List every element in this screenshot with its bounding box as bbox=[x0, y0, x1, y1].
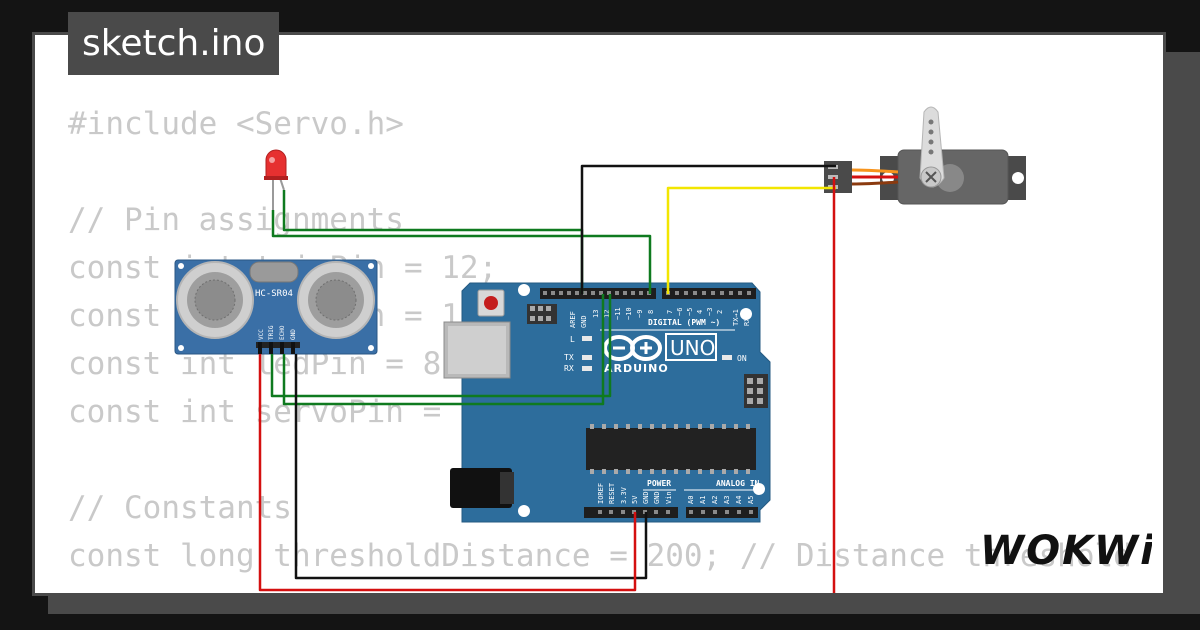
transducer-right bbox=[297, 261, 375, 339]
pin-label: VCC bbox=[258, 329, 265, 340]
servo-motor[interactable] bbox=[824, 106, 1026, 205]
code-line: const long thresholdDistance = 200; // D… bbox=[68, 538, 1132, 574]
icsp-header-right bbox=[744, 374, 768, 408]
pin-label: 4 bbox=[696, 310, 704, 314]
power-header-title: POWER bbox=[647, 479, 671, 488]
pin-label: 2 bbox=[716, 310, 724, 314]
mounting-hole bbox=[518, 284, 530, 296]
analog-header-title: ANALOG IN bbox=[716, 479, 760, 488]
wokwi-logo[interactable]: WOKWi bbox=[978, 524, 1152, 576]
analog-header bbox=[686, 507, 758, 518]
pin-label: AREF bbox=[569, 311, 577, 328]
pin-label: A1 bbox=[699, 496, 707, 504]
power-jack bbox=[450, 468, 512, 508]
power-pin-labels: IOREF RESET 3.3V 5V GND GND Vin bbox=[597, 482, 673, 504]
code-line: // Constants bbox=[68, 490, 292, 526]
pin-label: A0 bbox=[687, 496, 695, 504]
sensor-label: HC-SR04 bbox=[255, 289, 293, 299]
pin-label: Vin bbox=[665, 491, 673, 504]
wire-led-d8[interactable] bbox=[271, 210, 652, 294]
pin-label: ~6 bbox=[676, 308, 684, 316]
led-rx bbox=[582, 366, 592, 371]
pin-label: 7 bbox=[666, 310, 674, 314]
pin-label: RX←0 bbox=[743, 309, 751, 326]
wire-sensor-gnd[interactable] bbox=[294, 354, 648, 580]
pin-label: A2 bbox=[711, 496, 719, 504]
logo-text: WOKWi bbox=[980, 528, 1152, 574]
pin-label: 3.3V bbox=[620, 486, 628, 504]
pin-label: ~10 bbox=[625, 307, 633, 320]
wire-trig-d12[interactable] bbox=[270, 294, 612, 398]
led-on bbox=[722, 355, 732, 360]
icsp-header bbox=[527, 304, 557, 324]
mounting-hole bbox=[740, 308, 752, 320]
pin-label: ~3 bbox=[706, 308, 714, 316]
led-tx bbox=[582, 355, 592, 360]
sensor-pin-header bbox=[256, 342, 300, 354]
red-led[interactable] bbox=[264, 149, 288, 210]
code-line: // Pin assignments bbox=[68, 202, 404, 238]
led-l bbox=[582, 336, 592, 341]
analog-pin-labels: A0 A1 A2 A3 A4 A5 bbox=[687, 496, 755, 504]
sensor-pin-labels: VCC TRIG ECHO GND bbox=[258, 325, 297, 340]
arduino-uno-board[interactable]: AREF GND 13 12 ~11 ~10 ~9 8 7 ~6 ~5 4 ~3… bbox=[443, 282, 771, 523]
pin-label: GND bbox=[290, 329, 297, 340]
arduino-logo-icon bbox=[603, 335, 662, 361]
wire-sensor-vcc[interactable] bbox=[258, 354, 637, 592]
pin-label: RESET bbox=[608, 482, 616, 504]
wire-echo-d11[interactable] bbox=[282, 294, 605, 406]
pin-label: ~9 bbox=[636, 310, 644, 318]
pin-label: 12 bbox=[603, 310, 611, 318]
file-tab-sketch[interactable]: sketch.ino bbox=[68, 12, 280, 75]
pin-label: ECHO bbox=[279, 325, 286, 340]
pin-label: IOREF bbox=[597, 483, 605, 504]
code-line: #include <Servo.h> bbox=[68, 106, 404, 142]
pin-label: TRIG bbox=[268, 325, 275, 340]
pin-label: GND bbox=[653, 491, 661, 504]
pin-label: ~5 bbox=[686, 308, 694, 316]
pin-label: A3 bbox=[723, 496, 731, 504]
pin-label: GND bbox=[580, 315, 588, 328]
digital-header-title: DIGITAL (PWM ~) bbox=[648, 318, 720, 327]
pin-label: TX→1 bbox=[732, 309, 740, 326]
wires bbox=[258, 164, 836, 593]
digital-header-pins bbox=[543, 291, 751, 295]
pin-label: GND bbox=[642, 491, 650, 504]
pin-label: 5V bbox=[631, 495, 639, 504]
pin-label: A4 bbox=[735, 496, 743, 504]
board-brand-label: ARDUINO bbox=[604, 362, 669, 375]
wire-servo-gnd[interactable] bbox=[580, 164, 836, 294]
power-header bbox=[584, 507, 678, 518]
led-l-label: L bbox=[570, 335, 575, 344]
transducer-left bbox=[176, 261, 254, 339]
wire-servo-signal[interactable] bbox=[666, 186, 836, 294]
digital-header-low bbox=[540, 288, 656, 299]
led-on-label: ON bbox=[737, 354, 747, 363]
microcontroller-chip bbox=[586, 424, 756, 474]
ultrasonic-sensor[interactable]: HC-SR04 VCC TRIG ECHO GND bbox=[174, 259, 378, 355]
pin-label: ~11 bbox=[614, 307, 622, 320]
mounting-hole bbox=[753, 483, 765, 495]
crystal-oscillator bbox=[249, 261, 299, 283]
pin-label: 13 bbox=[592, 310, 600, 318]
led-rx-label: RX bbox=[564, 364, 574, 373]
led-tx-label: TX bbox=[564, 353, 574, 362]
board-model-label: UNO bbox=[670, 336, 715, 360]
servo-horn[interactable] bbox=[919, 106, 945, 188]
digital-header-high bbox=[662, 288, 756, 299]
digital-pin-labels: AREF GND 13 12 ~11 ~10 ~9 8 7 ~6 ~5 4 ~3… bbox=[569, 307, 751, 328]
pin-label: A5 bbox=[747, 496, 755, 504]
pin-label: 8 bbox=[647, 310, 655, 314]
mounting-hole bbox=[518, 505, 530, 517]
